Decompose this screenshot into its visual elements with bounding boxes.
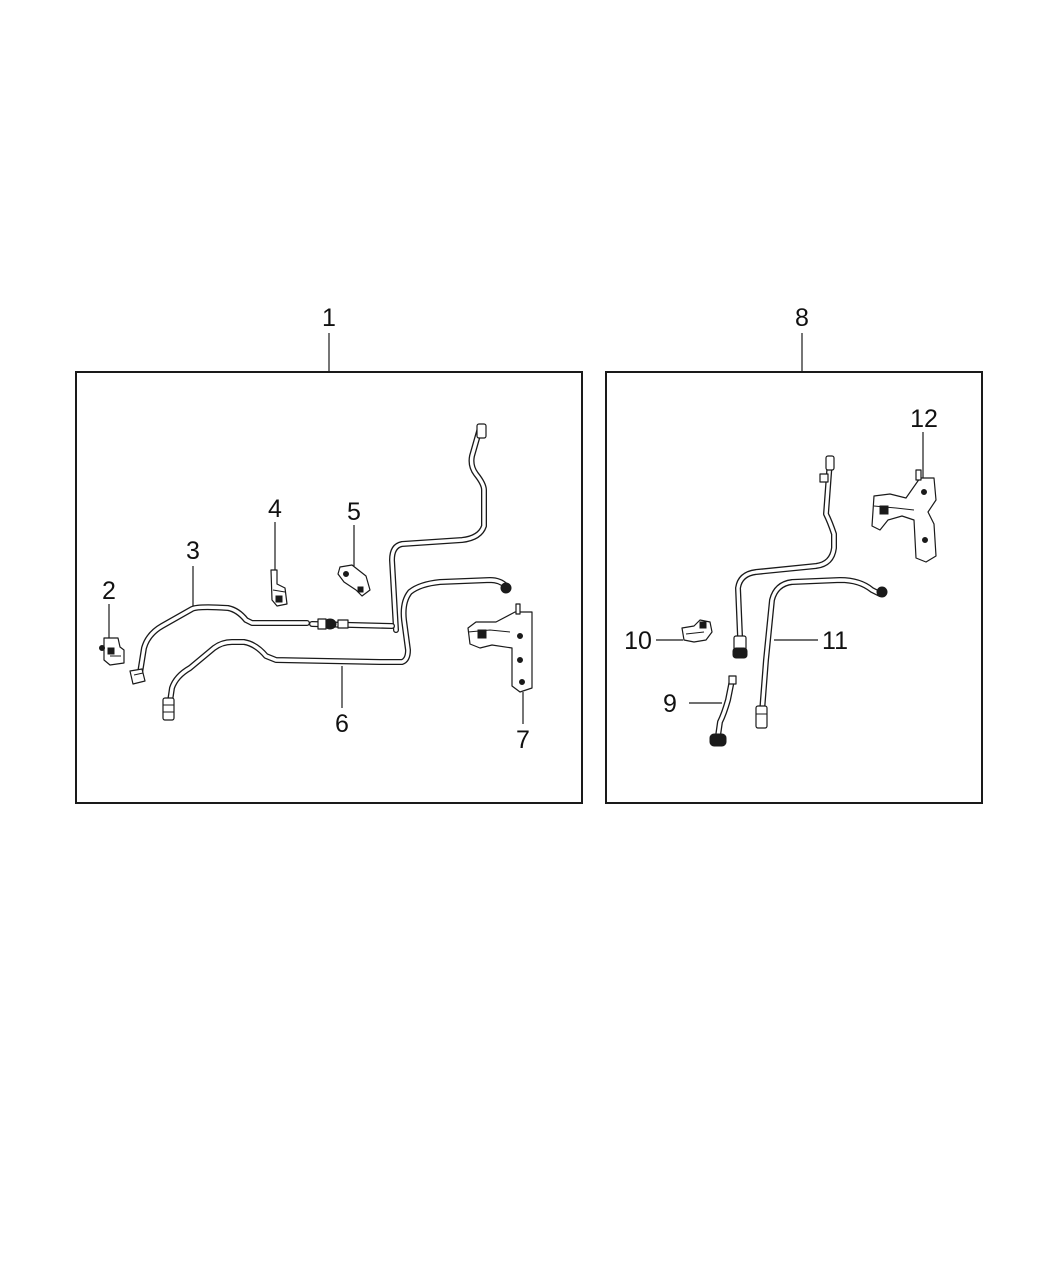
callout-7: 7 xyxy=(516,726,530,754)
callout-1: 1 xyxy=(322,304,336,332)
part-10-clip xyxy=(681,619,713,643)
callout-12: 12 xyxy=(910,405,938,433)
assembly-group-8: 8 12 11 xyxy=(605,304,983,804)
part-5-bracket xyxy=(337,564,371,597)
part-3-tube xyxy=(129,604,310,685)
part-11-tube-assembly xyxy=(732,455,888,729)
assembly-frame-8 xyxy=(605,371,983,804)
part-7-bracket xyxy=(467,603,533,693)
callout-8: 8 xyxy=(795,304,809,332)
callout-11: 11 xyxy=(822,627,848,655)
part-6-tube-assembly xyxy=(162,423,512,721)
callout-3: 3 xyxy=(186,537,200,565)
callout-6: 6 xyxy=(335,710,349,738)
assembly-group-1: 1 2 3 4 xyxy=(75,304,583,804)
part-9-hose xyxy=(709,675,737,747)
part-2-bracket xyxy=(99,637,125,666)
callout-4: 4 xyxy=(268,495,282,523)
callout-9: 9 xyxy=(663,690,677,718)
part-4-clip xyxy=(270,569,288,607)
callout-2: 2 xyxy=(102,577,116,605)
callout-10: 10 xyxy=(624,627,652,655)
part-12-bracket xyxy=(871,469,937,563)
callout-5: 5 xyxy=(347,498,361,526)
